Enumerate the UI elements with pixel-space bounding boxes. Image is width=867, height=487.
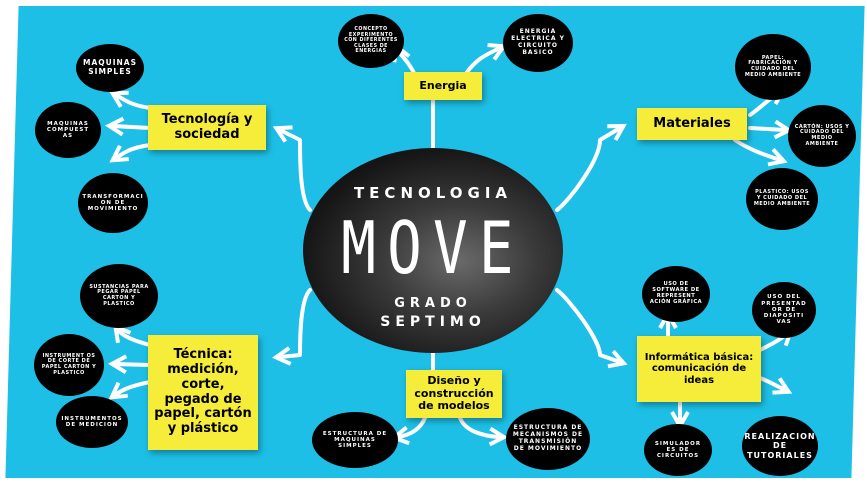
category-tecnologia-sociedad: Tecnología y sociedad (148, 105, 266, 150)
node-papel: PAPEL: FABRICACIÓN Y CUIDADO DEL MEDIO A… (735, 34, 811, 100)
node-sustancias: SUSTANCIAS PARA PEGAR PAPEL CARTON Y PLA… (80, 264, 158, 328)
center-word: MOVE (341, 206, 525, 290)
grade-name: SEPTIMO (380, 314, 486, 330)
node-uso-presentador: USO DEL PRESENTAD OR DE DIAPOSITI VAS (752, 282, 816, 338)
node-simuladores: SIMULADOR ES DE CIRCUITOS (644, 424, 712, 476)
node-estructura-maquinas: ESTRUCTURA DE MAQUINAS SIMPLES (312, 412, 398, 468)
center-title: TECNOLOGIA (353, 184, 513, 202)
node-energia-electrica: ENERGIA ELECTRICA Y CIRCUITO BASICO (503, 14, 573, 72)
node-estructura-mecanismos: ESTRUCTURA DE MECANISMOS DE TRANSMISIÓN … (506, 408, 590, 470)
grade-label: GRADO (394, 296, 472, 311)
node-transformacion: TRANSFORMACI ON DE MOVIMIENTO (78, 173, 148, 233)
node-instrumentos-medicion: INSTRUMENTOS DE MEDICION (56, 396, 128, 448)
category-tecnica: Técnica: medición, corte, pegado de pape… (148, 335, 258, 450)
category-informatica: Informática básica: comunicación de idea… (637, 336, 761, 402)
node-concepto-energias: CONCEPTO EXPERIMENTO CON DIFERENTES CLAS… (338, 14, 404, 68)
center-title-image: TECNOLOGIA MOVE GRADO SEPTIMO (303, 148, 563, 353)
category-diseno: Diseño y construcción de modelos (406, 370, 502, 418)
node-instrumentos-corte: INSTRUMENT OS DE CORTE DE PAPEL CARTON Y… (34, 334, 104, 396)
category-energia: Energia (404, 72, 482, 100)
node-uso-software: USO DE SOFTWARE DE REPRESENT ACIÓN GRÁFI… (642, 266, 710, 322)
node-plastico: PLASTICO: USOS Y CUIDADO DEL MEDIO AMBIE… (746, 168, 818, 230)
node-carton: CARTÓN: USOS Y CUIDADO DEL MEDIO AMBIENT… (788, 105, 856, 167)
node-maquinas-compuestas: MAQUINAS COMPUEST AS (35, 102, 101, 158)
category-materiales: Materiales (637, 108, 747, 140)
node-realizacion: REALIZACION DE TUTORIALES (742, 416, 818, 476)
node-maquinas-simples: MAQUINAS SIMPLES (76, 44, 144, 92)
